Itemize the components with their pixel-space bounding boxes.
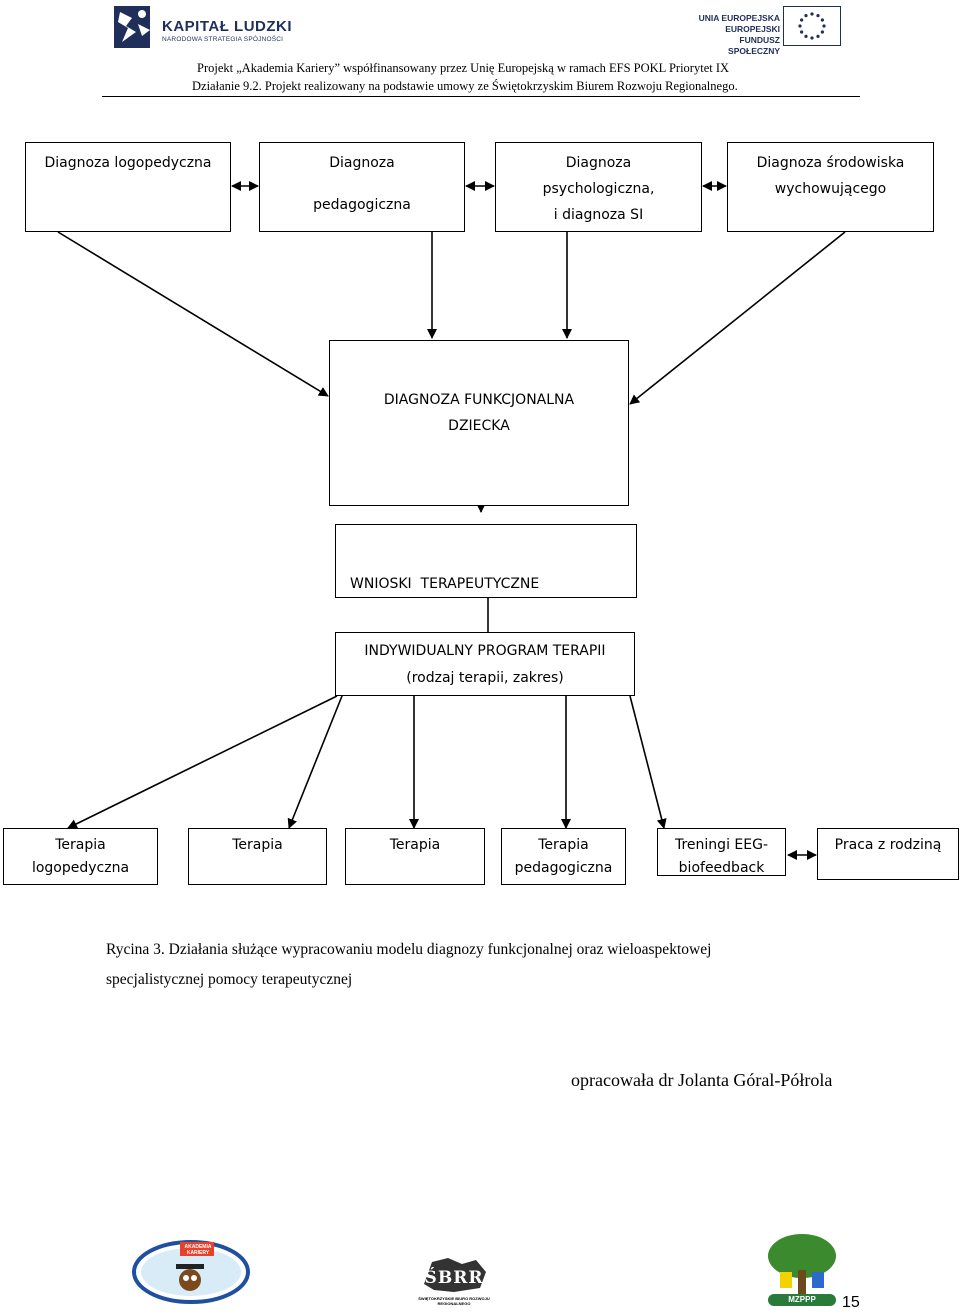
header-project-line-2: Działanie 9.2. Projekt realizowany na po…	[192, 79, 738, 93]
box-t6-label: Praca z rodziną	[834, 837, 942, 853]
kapital-ludzki-logo	[112, 4, 162, 50]
sbrr-logo: ŚBRR ŚWIĘTOKRZYSKIE BIURO ROZWOJU REGION…	[414, 1254, 494, 1312]
box-therapy-3: Terapia	[345, 828, 485, 885]
arrow-program-t1	[67, 695, 338, 829]
box-therapy-program: INDYWIDUALNY PROGRAM TERAPII (rodzaj ter…	[335, 632, 635, 696]
box-logopedic-diagnosis-label: Diagnoza logopedyczna	[44, 155, 212, 171]
eu-star	[800, 30, 804, 34]
sbrr-subtitle: ŚWIĘTOKRZYSKIE BIURO ROZWOJU REGIONALNEG…	[418, 1296, 490, 1306]
header-project-line-1: Projekt „Akademia Kariery” współfinansow…	[197, 61, 730, 75]
box-family-work: Praca z rodziną	[817, 828, 959, 880]
box-logopedic-diagnosis: Diagnoza logopedyczna	[25, 142, 231, 232]
arrow-program-t5	[629, 695, 667, 829]
kapital-ludzki-subtitle: NARODOWA STRATEGIA SPÓJNOŚCI	[162, 36, 284, 43]
box-t4-line-1: Terapia	[538, 837, 589, 853]
eu-logo-text: UNIA EUROPEJSKA EUROPEJSKI FUNDUSZ SPOŁE…	[690, 13, 780, 57]
box-psychological-diagnosis: Diagnoza psychologiczna, i diagnoza SI	[495, 142, 702, 232]
box-functional-line-2: DZIECKA	[448, 418, 510, 434]
eu-star	[804, 14, 808, 18]
eu-star	[810, 36, 814, 40]
figure-caption-line-2: specjalistycznej pomocy terapeutycznej	[106, 971, 353, 988]
box-t5-line-1: Treningi EEG-	[674, 837, 768, 853]
page-number: 15	[842, 1294, 860, 1311]
arrow-logo-center	[57, 231, 329, 397]
box-psy-line-1: Diagnoza	[565, 155, 632, 171]
box-ped-line-1: Diagnoza	[329, 155, 395, 171]
box-t1-line-2: logopedyczna	[31, 860, 130, 876]
box-ped-line-2: pedagogiczna	[313, 197, 411, 213]
box-functional-line-1: DIAGNOZA FUNKCJONALNA	[383, 392, 575, 408]
box-t3-label: Terapia	[389, 837, 441, 853]
eu-star	[820, 30, 824, 34]
header-divider	[102, 96, 860, 97]
box-therapeutic-conclusions: WNIOSKI TERAPEUTYCZNE	[335, 524, 637, 598]
box-pedagogical-diagnosis: Diagnoza pedagogiczna	[259, 142, 465, 232]
eu-star	[804, 34, 808, 38]
box-t4-line-2: pedagogiczna	[514, 860, 613, 876]
box-environment-diagnosis: Diagnoza środowiska wychowującego	[727, 142, 934, 232]
eu-line-3: FUNDUSZ SPOŁECZNY	[728, 35, 780, 56]
arrow-env-center	[629, 231, 846, 405]
box-eeg-biofeedback: Treningi EEG- biofeedback	[657, 828, 786, 876]
box-therapy-logopedic: Terapia logopedyczna	[3, 828, 158, 885]
box-therapy-2: Terapia	[188, 828, 327, 885]
eu-star	[822, 24, 826, 28]
box-psy-line-2: psychologiczna,	[542, 181, 655, 197]
eu-star	[816, 34, 820, 38]
akademia-logo-text: AKADEMIA KARIERY	[184, 1244, 212, 1256]
eu-star	[816, 14, 820, 18]
eu-star	[800, 18, 804, 22]
figure-caption-line-1: Rycina 3. Działania służące wypracowaniu…	[106, 941, 712, 958]
eu-star	[820, 18, 824, 22]
akademia-kariery-logo: AKADEMIA KARIERY	[132, 1234, 250, 1304]
box-therapy-pedagogical: Terapia pedagogiczna	[501, 828, 626, 885]
sbrr-map-icon	[424, 1258, 486, 1292]
eu-line-2: EUROPEJSKI	[725, 24, 780, 34]
eu-star	[798, 24, 802, 28]
box-t1-line-1: Terapia	[55, 837, 106, 853]
box-env-line-1: Diagnoza środowiska	[756, 155, 905, 171]
sbrr-logo-text: ŚBRR	[424, 1268, 484, 1288]
mzppp-logo: MZPPP	[762, 1232, 842, 1310]
box-t2-label: Terapia	[232, 837, 283, 853]
kapital-ludzki-title: KAPITAŁ LUDZKI	[162, 18, 293, 35]
box-functional-diagnosis: DIAGNOZA FUNKCJONALNA DZIECKA	[329, 340, 629, 506]
eu-line-1: UNIA EUROPEJSKA	[698, 13, 780, 23]
arrow-program-t2	[287, 695, 343, 829]
box-program-line-1: INDYWIDUALNY PROGRAM TERAPII	[364, 643, 606, 659]
author-signature: opracowała dr Jolanta Góral-Półrola	[571, 1070, 833, 1090]
box-psy-line-3: i diagnoza SI	[553, 207, 644, 223]
box-env-line-2: wychowującego	[774, 181, 887, 197]
kapital-ludzki-emblem-icon	[114, 6, 150, 48]
eu-flag-icon	[783, 6, 841, 46]
box-conclusions-label: WNIOSKI TERAPEUTYCZNE	[350, 576, 540, 592]
box-t5-line-2: biofeedback	[678, 860, 765, 876]
mzppp-logo-text: MZPPP	[788, 1295, 816, 1304]
box-program-line-2: (rodzaj terapii, zakres)	[406, 670, 564, 686]
eu-star	[810, 12, 814, 16]
